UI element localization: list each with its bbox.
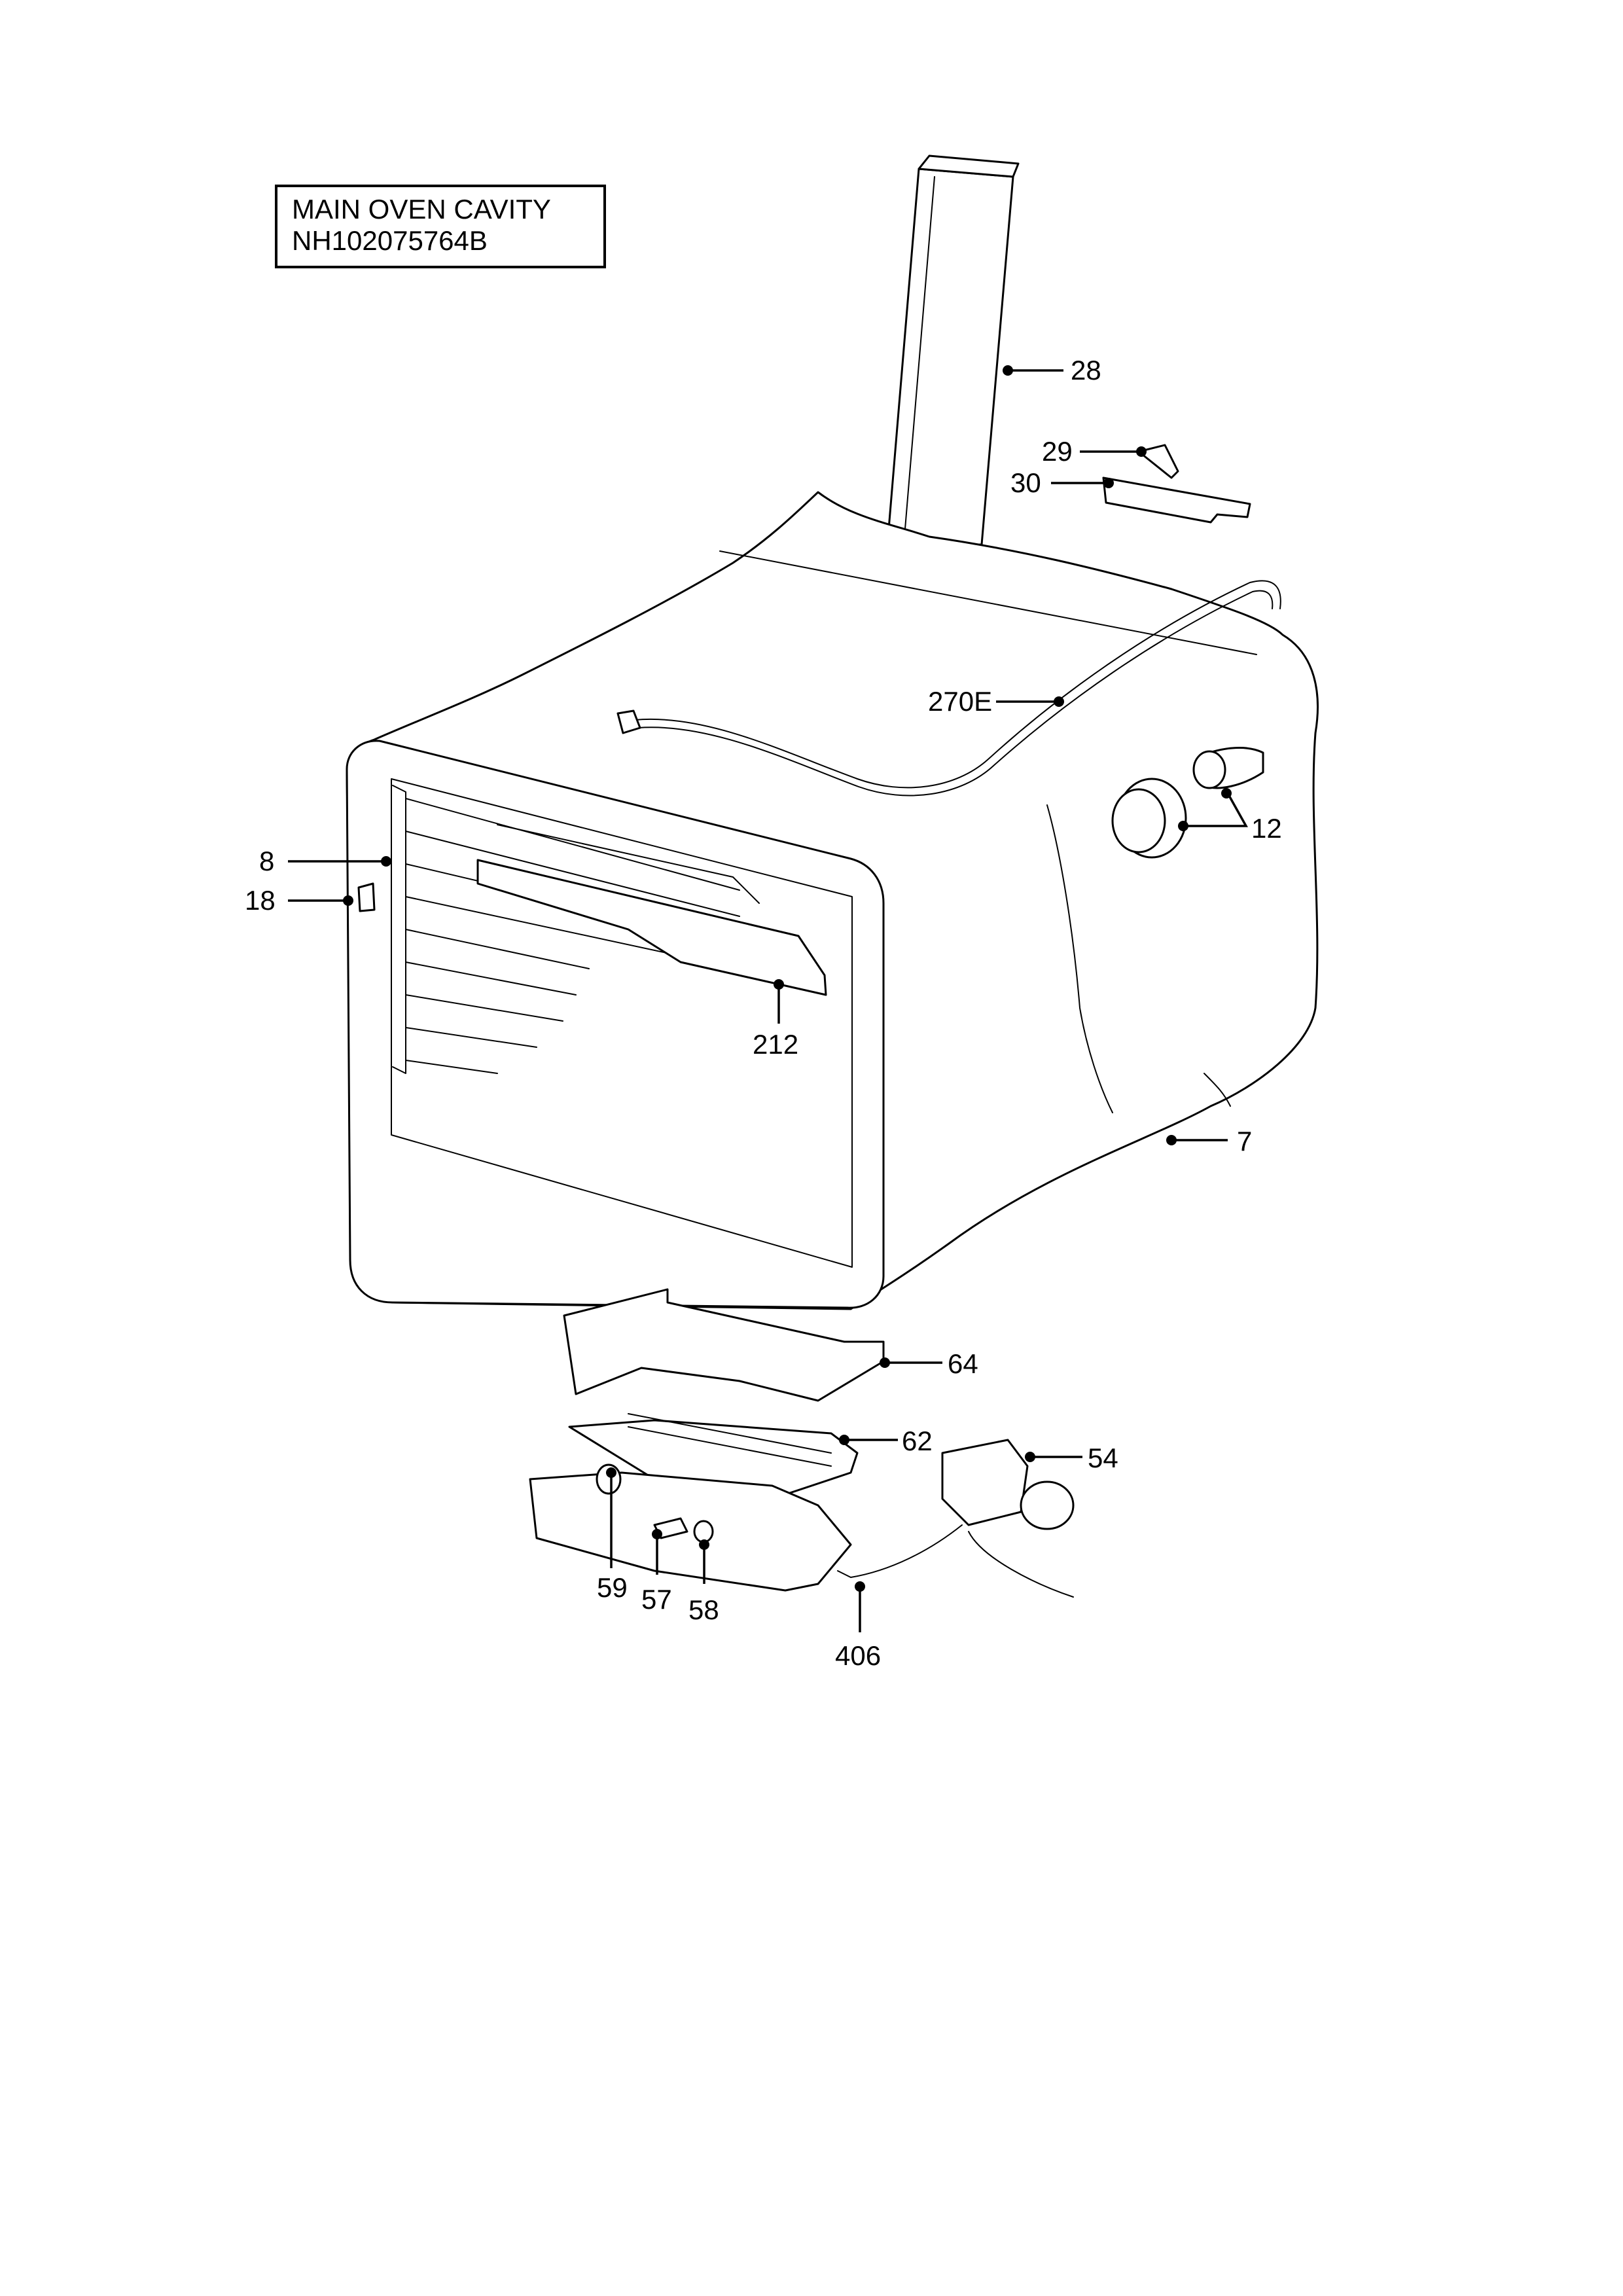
callout-8: 8 — [259, 846, 391, 876]
title-block: MAIN OVEN CAVITY NH102075764B — [275, 185, 606, 268]
title-line-1: MAIN OVEN CAVITY — [292, 194, 551, 224]
callout-label-18: 18 — [245, 885, 276, 916]
part-54-valve — [941, 1439, 1075, 1598]
callout-label-212: 212 — [753, 1029, 798, 1060]
title-line-2: NH102075764B — [292, 225, 488, 256]
callout-label-30: 30 — [1010, 467, 1041, 498]
callout-label-406: 406 — [835, 1640, 881, 1671]
callout-54: 54 — [1025, 1443, 1118, 1473]
callout-29: 29 — [1042, 436, 1147, 467]
callout-label-8: 8 — [259, 846, 274, 876]
callout-58: 58 — [688, 1539, 719, 1625]
callout-label-57: 57 — [641, 1584, 672, 1615]
callout-label-59: 59 — [597, 1572, 628, 1603]
callout-label-7: 7 — [1237, 1126, 1252, 1157]
callout-label-58: 58 — [688, 1594, 719, 1625]
part-406-pipe — [837, 1524, 963, 1578]
callout-28: 28 — [1003, 355, 1101, 386]
part-12-lamp-assembly — [1111, 747, 1264, 859]
callout-212: 212 — [753, 979, 798, 1060]
callout-406: 406 — [835, 1581, 881, 1671]
callout-57: 57 — [641, 1529, 672, 1615]
callout-label-12: 12 — [1251, 813, 1282, 844]
callout-270E: 270E — [928, 686, 1064, 717]
part-18-clip — [357, 882, 376, 912]
part-270E-pipe — [616, 580, 1281, 797]
callout-label-29: 29 — [1042, 436, 1073, 467]
callout-label-54: 54 — [1088, 1443, 1118, 1473]
part-28-flue-duct — [886, 154, 1020, 546]
callout-18: 18 — [245, 885, 353, 916]
callout-label-64: 64 — [948, 1348, 978, 1379]
part-58-washer — [693, 1520, 714, 1543]
burner-base — [529, 1471, 852, 1592]
part-8-shelf-runner — [392, 785, 760, 1074]
part-7-oven-cavity — [346, 491, 1319, 1310]
callout-12: 12 — [1178, 788, 1282, 844]
callout-59: 59 — [597, 1467, 628, 1603]
callout-label-28: 28 — [1071, 355, 1101, 386]
part-212-bracket — [476, 859, 827, 996]
callout-30: 30 — [1010, 467, 1114, 498]
callout-label-270E: 270E — [928, 686, 992, 717]
callout-7: 7 — [1166, 1126, 1252, 1157]
callout-label-62: 62 — [902, 1426, 933, 1456]
callout-64: 64 — [880, 1348, 978, 1379]
part-30-bracket — [1102, 476, 1251, 524]
part-29-clip — [1137, 444, 1179, 479]
callout-62: 62 — [839, 1426, 933, 1456]
